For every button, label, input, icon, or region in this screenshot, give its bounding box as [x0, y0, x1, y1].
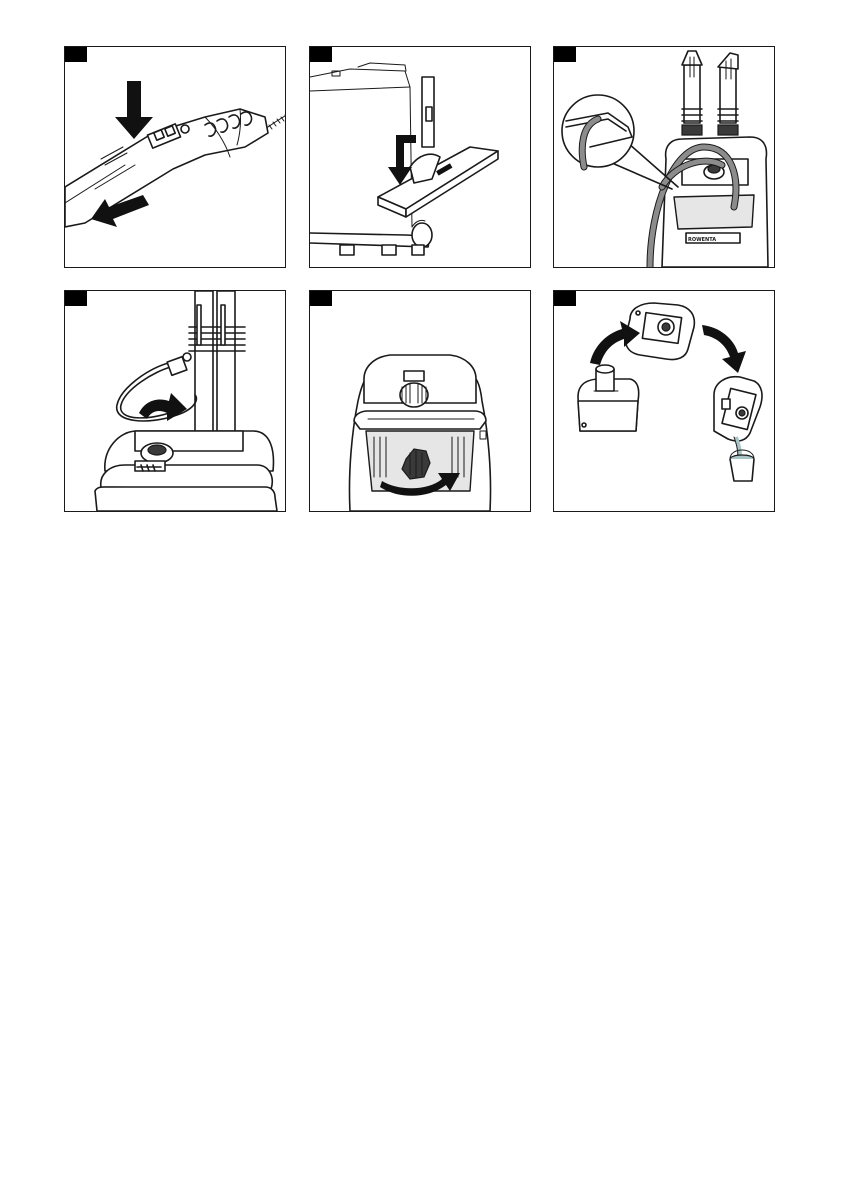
hose-storage-illustration: ROWENTA	[554, 47, 774, 267]
arrow-down-icon	[388, 135, 416, 185]
arrow-down-icon	[115, 81, 153, 139]
figure-panel-1	[64, 46, 286, 268]
cord-wrap-illustration	[65, 291, 285, 511]
figure-panel-6	[553, 290, 775, 512]
figure-number-tab	[554, 291, 576, 306]
figure-number-tab	[310, 47, 332, 62]
tank-empty-illustration	[554, 291, 774, 511]
figure-panel-4	[64, 290, 286, 512]
arrow-curved-down-icon	[702, 325, 746, 373]
figure-number-tab	[65, 291, 87, 306]
brush-illustration	[310, 47, 530, 267]
arrow-curved-right-icon	[139, 393, 187, 421]
tank-cap-illustration	[310, 291, 530, 511]
figure-panel-3: ROWENTA	[553, 46, 775, 268]
figure-panel-2	[309, 46, 531, 268]
handle-illustration	[65, 47, 285, 267]
figure-number-tab	[310, 291, 332, 306]
figure-number-tab	[65, 47, 87, 62]
brand-label: ROWENTA	[688, 237, 716, 243]
figure-panel-5	[309, 290, 531, 512]
figure-number-tab	[554, 47, 576, 62]
